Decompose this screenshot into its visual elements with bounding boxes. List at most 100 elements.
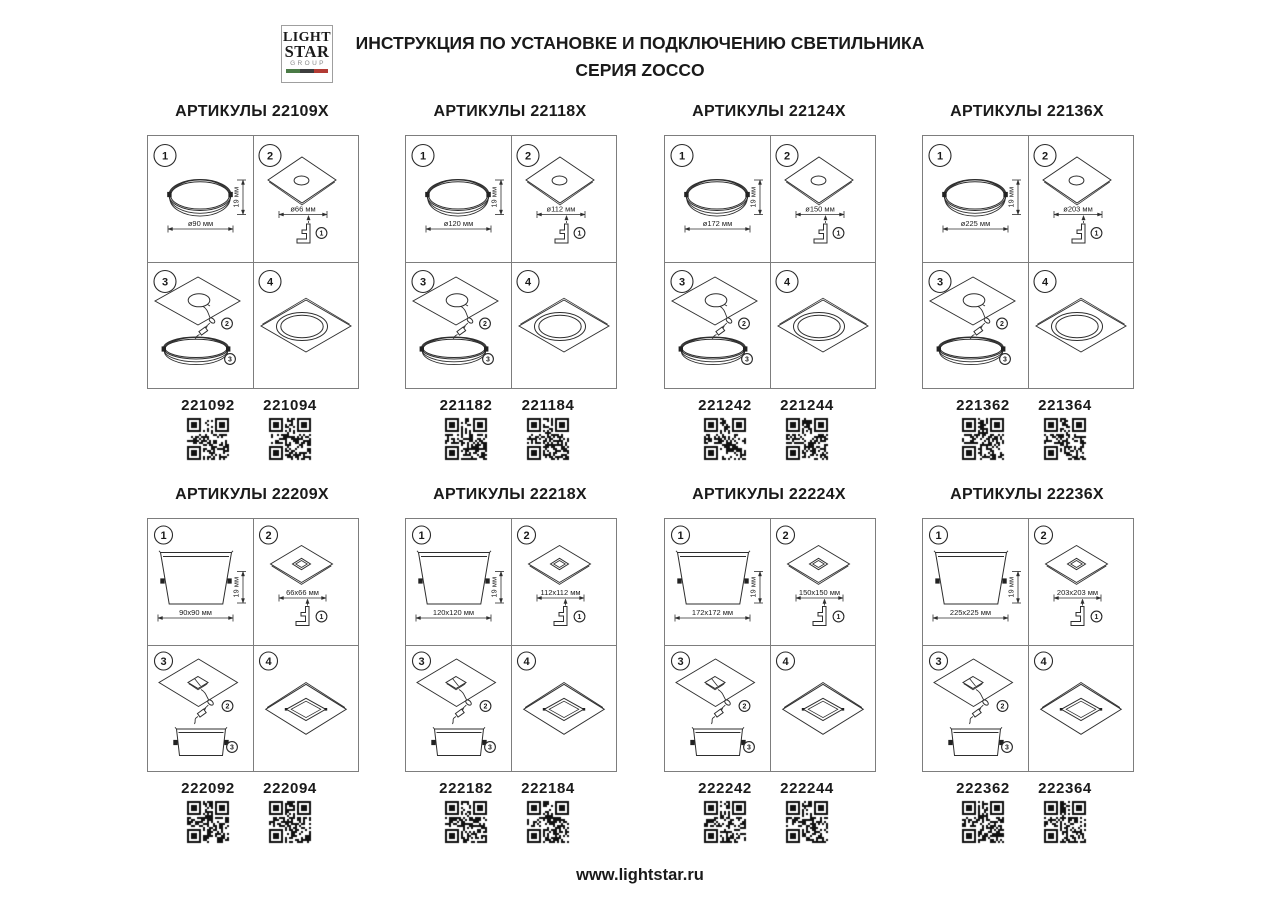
svg-text:2: 2 [483, 321, 487, 328]
svg-text:3: 3 [1003, 356, 1007, 363]
svg-text:3: 3 [486, 356, 490, 363]
diagram-step-3: 323 [670, 262, 771, 388]
qr-code [268, 800, 312, 844]
qr-code [961, 800, 1005, 844]
svg-text:ø66 мм: ø66 мм [290, 205, 315, 214]
panel-title: АРТИКУЛЫ 22109X [175, 103, 329, 120]
product-code: 221092 [181, 397, 235, 414]
diagram-step-4: 4 [516, 651, 606, 735]
svg-text:1: 1 [679, 150, 685, 162]
svg-text:1: 1 [1095, 614, 1099, 621]
svg-text:4: 4 [267, 276, 274, 288]
svg-text:2: 2 [743, 703, 747, 710]
svg-text:1: 1 [837, 230, 841, 237]
qr-code [526, 417, 570, 461]
page-title: ИНСТРУКЦИЯ ПО УСТАНОВКЕ И ПОДКЛЮЧЕНИЮ СВ… [355, 33, 925, 53]
page-subtitle: СЕРИЯ ZOCCO [575, 60, 705, 80]
qr-code [785, 417, 829, 461]
panel-title: АРТИКУЛЫ 22224X [692, 486, 846, 503]
svg-text:19 мм: 19 мм [232, 577, 241, 598]
diagram-step-4: 4 [775, 269, 869, 353]
svg-text:2: 2 [225, 321, 229, 328]
svg-text:2: 2 [523, 530, 529, 542]
diagram-step-4: 4 [775, 651, 865, 735]
diagram-step-4: 4 [1033, 269, 1127, 353]
svg-text:2: 2 [226, 703, 230, 710]
svg-text:3: 3 [160, 656, 166, 668]
qr-code [1043, 417, 1087, 461]
product-code: 221244 [780, 397, 834, 414]
product-code: 222242 [698, 780, 752, 797]
svg-text:1: 1 [160, 530, 166, 542]
product-code: 221362 [956, 397, 1010, 414]
svg-text:150x150 мм: 150x150 мм [799, 588, 840, 597]
product-code: 222182 [439, 780, 493, 797]
svg-text:66x66 мм: 66x66 мм [286, 588, 319, 597]
qr-code [703, 800, 747, 844]
svg-text:1: 1 [1095, 230, 1099, 237]
panel-title: АРТИКУЛЫ 22209X [175, 486, 329, 503]
qr-code [444, 800, 488, 844]
svg-text:2: 2 [1001, 703, 1005, 710]
svg-text:19 мм: 19 мм [1007, 187, 1016, 208]
svg-text:1: 1 [578, 230, 582, 237]
product-code: 222184 [521, 780, 575, 797]
qr-code [268, 417, 312, 461]
svg-text:3: 3 [228, 356, 232, 363]
panel-title: АРТИКУЛЫ 22124X [692, 103, 846, 120]
svg-text:3: 3 [677, 656, 683, 668]
logo-group: GROUP [290, 60, 326, 67]
svg-text:112x112 мм: 112x112 мм [540, 588, 580, 597]
svg-text:19 мм: 19 мм [232, 187, 241, 208]
svg-text:3: 3 [747, 744, 751, 751]
svg-text:2: 2 [742, 321, 746, 328]
qr-code [186, 800, 230, 844]
svg-text:4: 4 [782, 656, 789, 668]
qr-code [703, 417, 747, 461]
svg-text:1: 1 [420, 150, 426, 162]
svg-text:2: 2 [782, 530, 788, 542]
svg-text:225x225 мм: 225x225 мм [950, 608, 991, 617]
svg-text:2: 2 [1042, 150, 1048, 162]
svg-text:4: 4 [265, 656, 272, 668]
product-code: 221094 [263, 397, 317, 414]
diagram-step-3: 323 [411, 262, 512, 388]
svg-text:ø225 мм: ø225 мм [961, 219, 991, 228]
svg-text:2: 2 [484, 703, 488, 710]
svg-text:3: 3 [162, 276, 168, 288]
svg-text:ø120 мм: ø120 мм [444, 219, 474, 228]
panel-title: АРТИКУЛЫ 22118X [433, 103, 587, 120]
qr-code [186, 417, 230, 461]
product-code: 221182 [439, 397, 493, 414]
svg-text:19 мм: 19 мм [490, 187, 499, 208]
svg-text:ø150 мм: ø150 мм [805, 205, 835, 214]
svg-text:19 мм: 19 мм [1007, 577, 1016, 598]
diagram-step-4: 4 [516, 269, 610, 353]
svg-text:3: 3 [1005, 744, 1009, 751]
svg-text:1: 1 [677, 530, 683, 542]
diagram-step-1: 1 ø120 мм 19 мм [406, 136, 512, 263]
svg-text:19 мм: 19 мм [749, 577, 758, 598]
svg-text:3: 3 [230, 744, 234, 751]
product-code: 222094 [263, 780, 317, 797]
diagram-step-4: 4 [258, 651, 348, 735]
svg-text:2: 2 [265, 530, 271, 542]
svg-text:120x120 мм: 120x120 мм [433, 608, 474, 617]
panel-title: АРТИКУЛЫ 22136X [950, 103, 1104, 120]
diagram-step-3: 3 2 3 [153, 262, 254, 388]
svg-text:4: 4 [525, 276, 532, 288]
